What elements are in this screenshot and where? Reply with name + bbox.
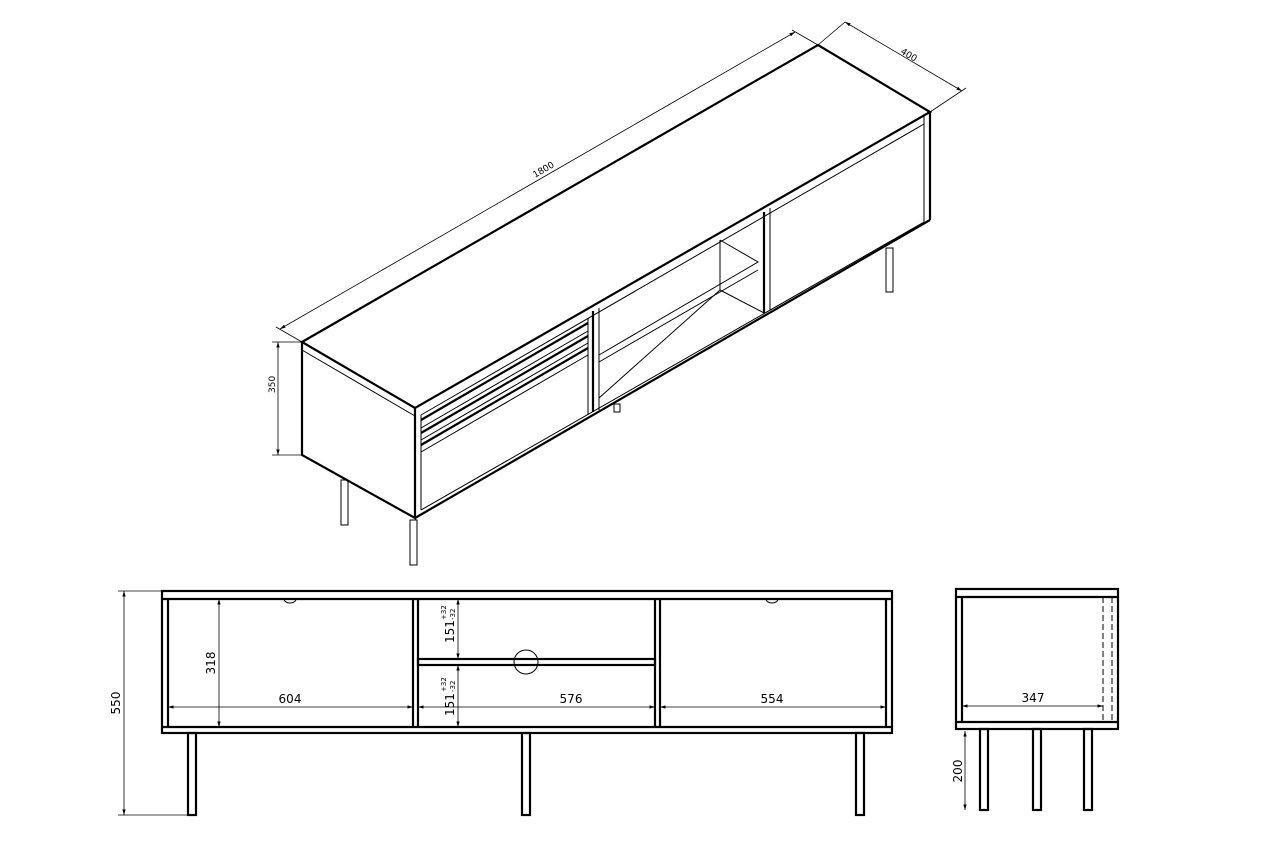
middle-width-label: 576 (560, 692, 583, 706)
side-view: 347 200 (951, 587, 1120, 812)
upper-shelf-label: 151 (443, 620, 457, 643)
lower-shelf-label: 151 (443, 693, 457, 716)
isometric-view: 1800 400 350 (268, 21, 967, 566)
leg (613, 403, 621, 413)
leg-height-label: 200 (951, 760, 965, 783)
leg (340, 479, 349, 526)
leg (854, 731, 866, 817)
length-dimension-label: 1800 (532, 160, 557, 180)
leg (1031, 727, 1043, 812)
leg (1082, 727, 1094, 812)
leg (885, 247, 894, 293)
leg (409, 519, 418, 566)
depth-dimension-label: 400 (898, 47, 918, 65)
shelf (416, 657, 657, 667)
height-dimension-label: 350 (268, 376, 278, 393)
inner-height-label: 318 (204, 652, 218, 675)
cable-hole (513, 649, 539, 675)
lower-shelf-tol-minus: -32 (449, 681, 457, 692)
right-width-label: 554 (761, 692, 784, 706)
total-height-label: 550 (109, 692, 123, 715)
upper-shelf-tol-plus: +32 (440, 605, 448, 620)
top-panel (299, 43, 933, 410)
left-width-label: 604 (279, 692, 302, 706)
front-view: 550 318 604 576 554 151 +32 -32 151 +32 … (109, 589, 894, 817)
inner-depth-label: 347 (1022, 691, 1045, 705)
leg (520, 731, 532, 817)
upper-shelf-tol-minus: -32 (449, 609, 457, 620)
leg (978, 727, 990, 812)
leg (186, 731, 198, 817)
lower-shelf-tol-plus: +32 (440, 677, 448, 692)
